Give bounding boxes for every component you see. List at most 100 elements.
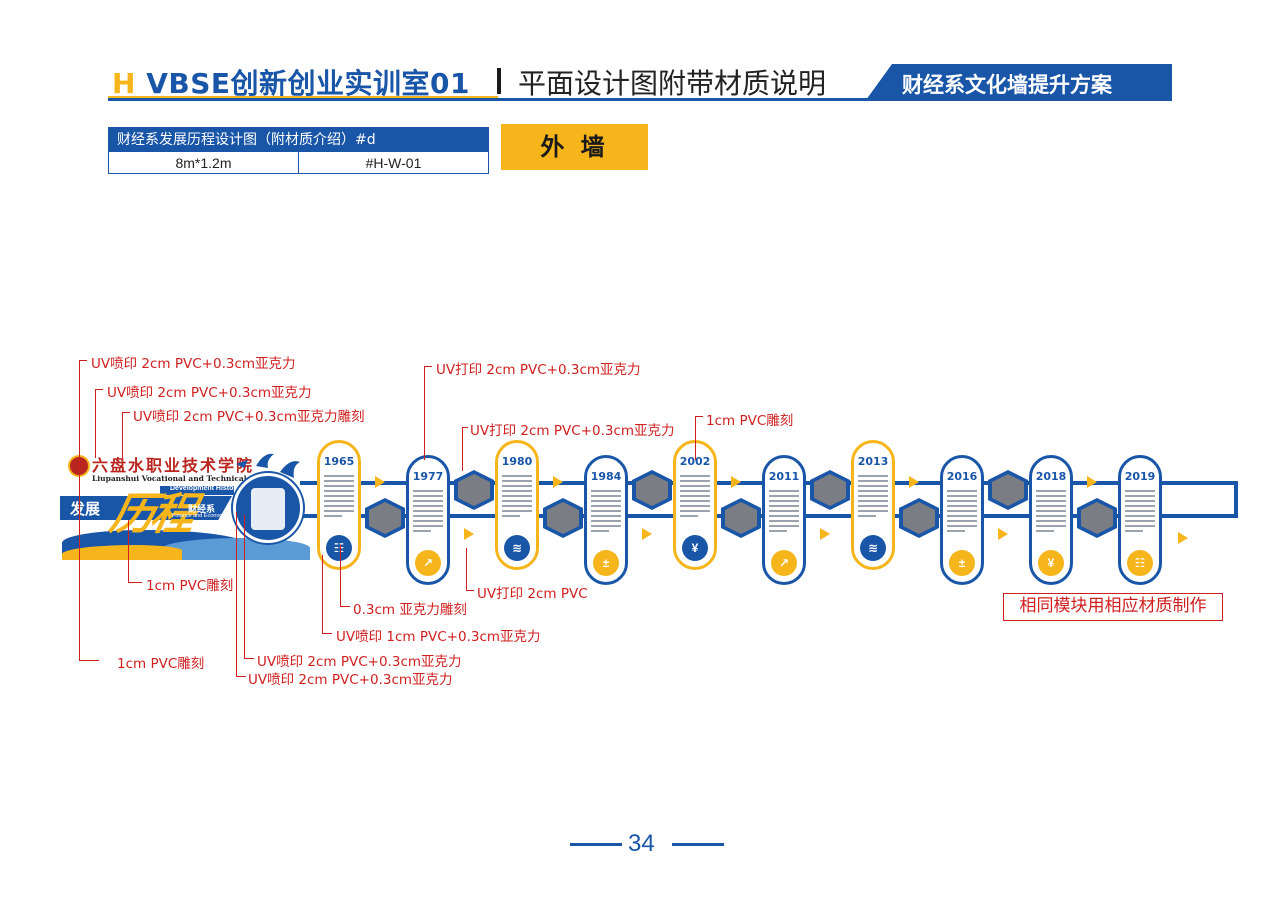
photo-hexagon (721, 498, 761, 538)
annotation: UV打印 2cm PVC+0.3cm亚克力 (470, 423, 675, 439)
timeline-rail-end (1234, 481, 1238, 518)
info-caption: 财经系发展历程设计图（附材质介绍）#d (109, 128, 488, 152)
info-code: #H-W-01 (298, 152, 488, 174)
wall-tag: 外 墙 (501, 124, 648, 170)
timeline-year: 1984 (590, 470, 622, 483)
timeline-year: 2018 (1035, 470, 1067, 483)
school-name: 六盘水职业技术学院 (92, 456, 255, 475)
info-size: 8m*1.2m (175, 155, 232, 171)
arrow-right-icon (464, 528, 474, 540)
annotation: UV喷印 2cm PVC+0.3cm亚克力 (248, 672, 453, 688)
note-box: 相同模块用相应材质制作 (1003, 593, 1223, 621)
leader-line (79, 660, 99, 661)
annotation: UV喷印 2cm PVC+0.3cm亚克力 (107, 385, 312, 401)
timeline-card: 1965 ☷ (317, 440, 361, 570)
photo-hexagon (632, 470, 672, 510)
leader-line (79, 360, 87, 361)
arrow-right-icon (1178, 532, 1188, 544)
title-fazhan: 发展 (70, 500, 101, 518)
arrow-right-icon (375, 476, 385, 488)
leader-line (95, 389, 103, 390)
timeline-body-text (769, 490, 799, 535)
leader-line (236, 676, 246, 677)
photo-hexagon (810, 470, 850, 510)
chart-icon: ↗ (771, 550, 797, 576)
leader-line (340, 606, 350, 607)
timeline-body-text (1125, 490, 1155, 535)
photo-hexagon (543, 498, 583, 538)
arrow-right-icon (820, 528, 830, 540)
timeline-card: 2019 ☷ (1118, 455, 1162, 585)
annotation: UV打印 2cm PVC+0.3cm亚克力 (436, 362, 641, 378)
timeline-body-text (1036, 490, 1066, 535)
annotation: UV喷印 2cm PVC+0.3cm亚克力 (91, 356, 296, 372)
timeline-card: 1977↗ (406, 455, 450, 585)
dept-name: 财经系 (188, 504, 216, 514)
wave-decoration (62, 545, 182, 560)
page-number-rule (672, 843, 724, 846)
arrow-right-icon (731, 476, 741, 488)
header-rule (108, 98, 1172, 101)
emblem-building-icon (251, 488, 285, 530)
abacus-icon: ☷ (326, 535, 352, 561)
leader-line (466, 548, 467, 590)
coins-icon: ≋ (860, 535, 886, 561)
timeline-card: 2018¥ (1029, 455, 1073, 585)
annotation: 1cm PVC雕刻 (117, 656, 205, 672)
photo-hexagon (899, 498, 939, 538)
page-number-rule (570, 843, 622, 846)
timeline-year: 2019 (1124, 470, 1156, 483)
timeline-body-text (591, 490, 621, 535)
annotation: UV打印 2cm PVC (477, 586, 588, 602)
title-prefix: H (112, 67, 136, 100)
development-history-bar (160, 486, 234, 495)
timeline-year: 1965 (323, 455, 355, 468)
leader-line (466, 590, 474, 591)
arrow-right-icon (642, 528, 652, 540)
arrow-right-icon (553, 476, 563, 488)
info-table: 财经系发展历程设计图（附材质介绍）#d 8m*1.2m #H-W-01 (108, 127, 489, 174)
timeline-body-text (324, 475, 354, 520)
page-subtitle: 平面设计图附带材质说明 (518, 67, 827, 100)
leader-line (462, 427, 463, 471)
timeline-year: 2011 (768, 470, 800, 483)
calculator-icon: ± (949, 550, 975, 576)
leader-line (128, 582, 142, 583)
calculator-icon: ± (593, 550, 619, 576)
timeline-card: 1980≋ (495, 440, 539, 570)
leader-line (122, 412, 130, 413)
timeline-year: 1977 (412, 470, 444, 483)
page-number: 34 (628, 830, 655, 857)
abacus-icon: ☷ (1127, 550, 1153, 576)
leader-line (695, 416, 703, 417)
leader-line (462, 427, 468, 428)
timeline-body-text (858, 475, 888, 520)
yen-icon: ¥ (682, 535, 708, 561)
timeline-card: 2011 ↗ (762, 455, 806, 585)
leader-line (424, 366, 432, 367)
photo-hexagon (1077, 498, 1117, 538)
header-banner (866, 64, 1172, 100)
leader-line (95, 389, 96, 458)
annotation: UV喷印 2cm PVC+0.3cm亚克力 (257, 654, 462, 670)
title-divider (497, 68, 501, 94)
timeline-year: 2016 (946, 470, 978, 483)
leader-line (695, 416, 696, 460)
annotation: UV喷印 2cm PVC+0.3cm亚克力雕刻 (133, 409, 365, 425)
timeline-body-text (413, 490, 443, 535)
annotation: 1cm PVC雕刻 (146, 578, 234, 594)
timeline-body-text (502, 475, 532, 520)
title-licheng: 历程 (105, 489, 197, 540)
leader-line (340, 545, 341, 606)
timeline-year: 2013 (857, 455, 889, 468)
leader-line (424, 366, 425, 460)
coins-icon: ≋ (504, 535, 530, 561)
leader-line (79, 360, 80, 660)
annotation: 0.3cm 亚克力雕刻 (353, 602, 467, 618)
dept-name-en: Finance and Economics (172, 513, 231, 519)
arrow-right-icon (909, 476, 919, 488)
arrow-right-icon (1087, 476, 1097, 488)
timeline-card: 2016 ± (940, 455, 984, 585)
title-band (60, 496, 232, 520)
arrow-right-icon (998, 528, 1008, 540)
